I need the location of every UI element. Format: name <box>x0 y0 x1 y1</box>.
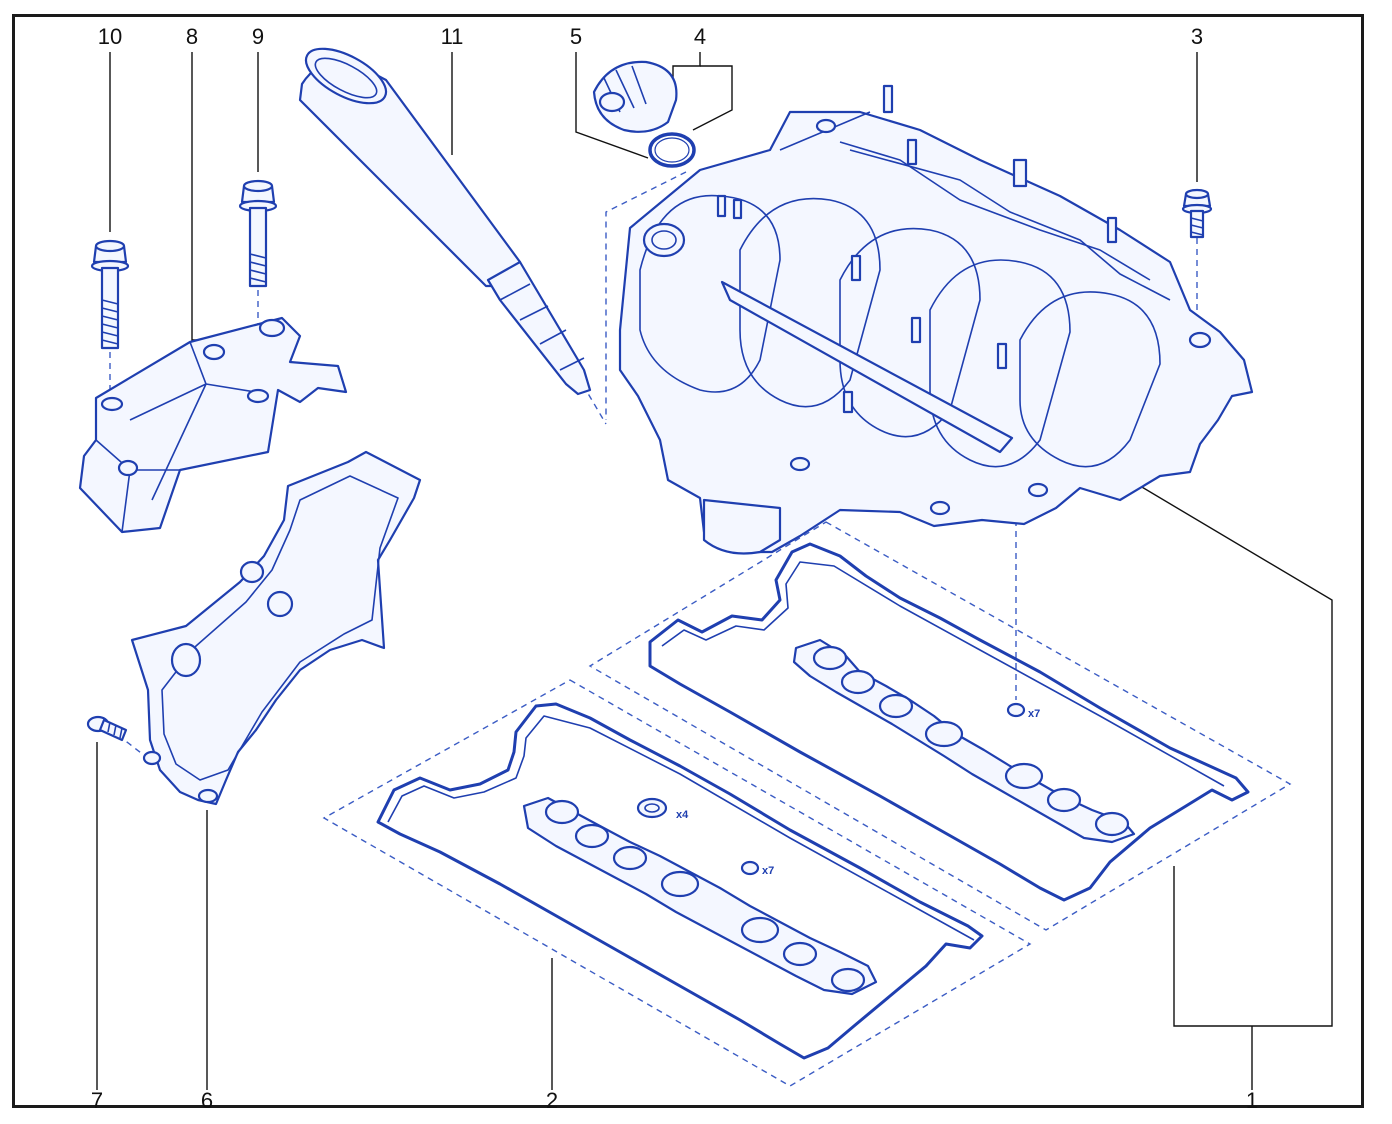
callout-9: 9 <box>252 24 264 49</box>
callout-2: 2 <box>546 1088 558 1113</box>
callout-8: 8 <box>186 24 198 49</box>
gasket-set-upper: x7 <box>648 542 1250 902</box>
callout-10: 10 <box>98 24 122 49</box>
bolt-7 <box>86 715 128 742</box>
callout-3: 3 <box>1191 24 1203 49</box>
quantity-label-lower: x7 <box>762 865 774 877</box>
bolt-10 <box>90 239 130 350</box>
callout-5: 5 <box>570 24 582 49</box>
timing-cover-6 <box>130 450 422 806</box>
filler-tube-11 <box>298 47 592 396</box>
bracket-8 <box>78 316 348 534</box>
callout-6: 6 <box>201 1088 213 1113</box>
callout-11: 11 <box>441 24 464 49</box>
callout-7: 7 <box>91 1088 103 1113</box>
head-cover-1 <box>618 84 1254 555</box>
quantity-label-upper: x7 <box>1028 708 1040 720</box>
filler-cap-4 <box>592 60 678 133</box>
o-ring-5 <box>648 132 696 168</box>
gasket-set-lower: x4 x7 <box>376 702 984 1060</box>
callout-1: 1 <box>1246 1088 1258 1113</box>
leader-lines <box>96 52 1333 1090</box>
bolt-9 <box>238 179 278 288</box>
callout-4: 4 <box>694 24 706 49</box>
bolt-3 <box>1181 188 1213 239</box>
quantity-label-lower-ring: x4 <box>676 809 689 821</box>
